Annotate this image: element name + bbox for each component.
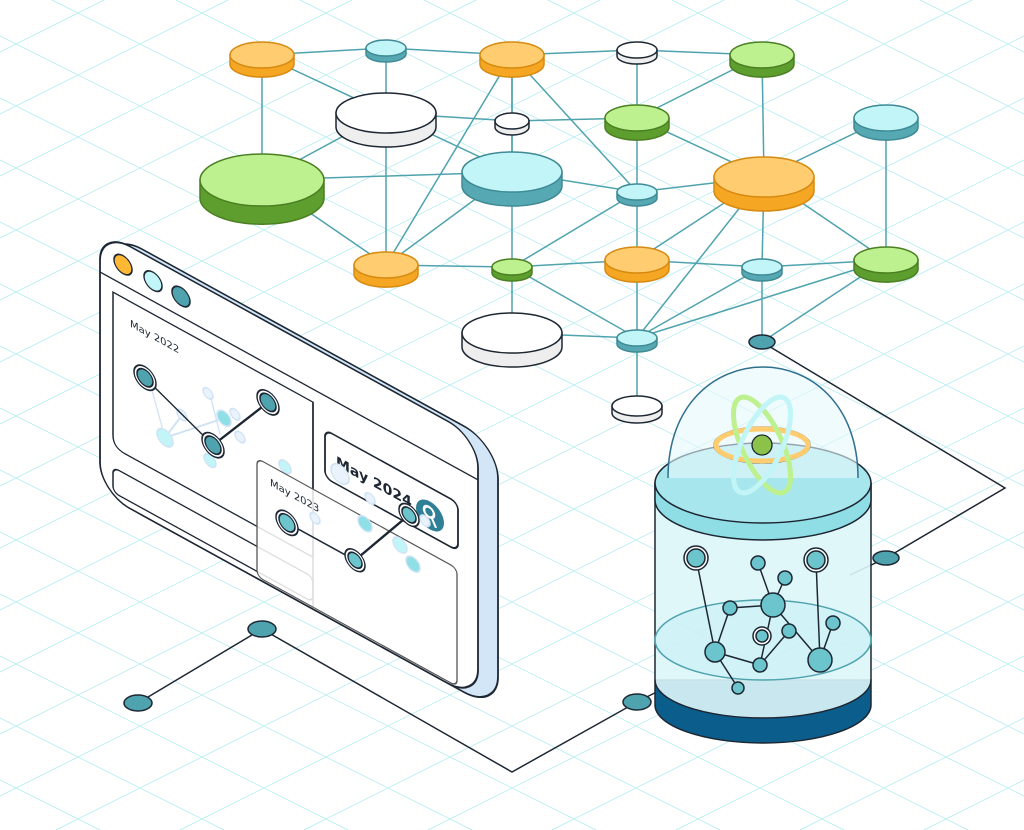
network-node	[729, 41, 795, 78]
network-edge	[511, 191, 638, 268]
network-node	[491, 258, 533, 282]
grid-line	[179, 407, 1024, 830]
grid-line	[795, 0, 1024, 115]
network-node	[365, 39, 407, 63]
grid-line	[0, 469, 721, 830]
network-node	[713, 156, 815, 212]
window-dot-cyan[interactable]	[143, 267, 163, 295]
grid-line	[0, 779, 101, 830]
grid-line	[0, 0, 477, 239]
atom-icon	[713, 394, 811, 496]
network-node	[611, 395, 663, 424]
network-node	[616, 41, 658, 65]
graph-panel-2023: May 2023	[256, 460, 458, 685]
network-edge	[511, 54, 638, 193]
grid-line	[0, 0, 229, 115]
grid-line	[675, 655, 1024, 830]
grid-line	[51, 0, 1024, 487]
network-node	[461, 312, 563, 368]
grid-line	[0, 593, 473, 830]
network-node	[853, 246, 919, 283]
grid-line	[923, 779, 1024, 830]
network-node	[604, 104, 670, 141]
grid-line	[0, 655, 349, 830]
grid-line	[299, 0, 1024, 363]
grid-line	[0, 0, 353, 177]
connector-node	[247, 620, 277, 638]
browser-window: May 2022 May 2024	[99, 241, 499, 699]
grid-line	[0, 531, 597, 830]
network-nodes	[199, 39, 919, 424]
network-node	[229, 41, 295, 78]
network-node	[616, 183, 658, 207]
network-node	[616, 329, 658, 353]
grid-line	[671, 0, 1024, 177]
network-node	[353, 251, 419, 288]
connector-nodes	[123, 334, 900, 712]
window-dot-orange[interactable]	[113, 251, 133, 279]
network-node	[461, 151, 563, 207]
connector-node	[123, 694, 153, 712]
network-node	[199, 153, 325, 225]
network-node	[741, 258, 783, 282]
knowledge-jar	[654, 366, 872, 744]
network-edge	[511, 266, 638, 339]
network-node	[494, 112, 530, 136]
connector-node	[872, 550, 900, 566]
network-edge	[636, 266, 763, 339]
network-edge	[385, 54, 513, 266]
grid-line	[55, 345, 1024, 830]
grid-line	[0, 0, 105, 53]
network-node	[479, 41, 545, 78]
grid-line	[175, 0, 1024, 425]
grid-line	[799, 717, 1024, 830]
grid-line	[0, 717, 225, 830]
connector-node	[622, 693, 652, 711]
network-node	[853, 104, 919, 141]
grid-line	[919, 0, 1024, 53]
connector-node	[748, 334, 776, 350]
window-dot-teal[interactable]	[171, 283, 191, 311]
network-node	[604, 246, 670, 283]
grid-line	[547, 0, 1024, 239]
network-node	[335, 92, 437, 148]
